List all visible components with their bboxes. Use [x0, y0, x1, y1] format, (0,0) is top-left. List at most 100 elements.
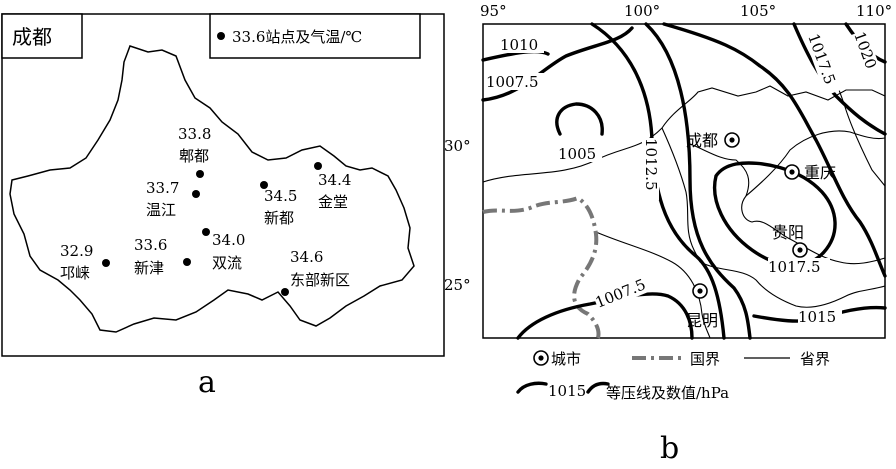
label-bg: [768, 258, 830, 275]
city-label: 贵阳: [772, 223, 804, 242]
map-a-frame: [1, 13, 445, 357]
legend-station-dot: [217, 32, 225, 40]
isobar-label: 1017.5: [768, 258, 821, 276]
map-b: 95° 100° 105° 110° 30° 25°: [444, 2, 892, 466]
station-dot: [314, 162, 322, 170]
map-b-legend: 城市 国界 省界 1015 等压线及数值/hPa: [516, 350, 830, 402]
station-jintang: 34.4 金堂: [314, 162, 351, 211]
label-bg: [556, 145, 602, 162]
lon-label: 105°: [740, 2, 776, 20]
lon-label: 100°: [624, 2, 660, 20]
lon-label: 95°: [480, 2, 507, 20]
chengdu-outline: [9, 45, 415, 333]
station-name: 邛崃: [60, 264, 90, 282]
isobar-1017-5-north: [792, 22, 887, 136]
isobar-label: 1012.5: [642, 138, 660, 191]
map-b-frame: [482, 23, 886, 339]
station-dot: [183, 258, 191, 266]
city-marker-dot: [797, 247, 803, 253]
map-b-sublabel: b: [660, 431, 679, 465]
province-border: [482, 85, 886, 183]
station-name: 东部新区: [290, 271, 350, 289]
label-bg: [850, 29, 880, 73]
label-bg: [486, 73, 548, 90]
map-a-legend-box: [209, 13, 421, 59]
legend-border-label: 国界: [690, 350, 720, 368]
station-value: 34.5: [264, 187, 297, 205]
legend-city-dot: [538, 355, 544, 361]
isobar-label: 1020: [850, 29, 880, 71]
legend-isobar-label: 等压线及数值/hPa: [606, 384, 729, 402]
station-value: 34.0: [212, 231, 245, 249]
label-bg: [593, 272, 657, 312]
station-wenjiang: 33.7 温江: [146, 179, 200, 219]
map-a-sublabel: a: [198, 365, 216, 400]
isobar-1015-outer: [662, 22, 887, 278]
city-marker-dot: [729, 137, 735, 143]
station-name: 温江: [146, 201, 176, 219]
isobar-1007-5-north: [481, 26, 634, 102]
isobar-label: 1007.5: [486, 73, 539, 91]
city-label: 重庆: [804, 163, 836, 182]
isobar-1017-5-ring: [713, 161, 837, 267]
station-name: 金堂: [318, 193, 348, 211]
station-shuangliu: 34.0 双流: [202, 228, 245, 272]
legend-isobar-line-left: [516, 381, 548, 394]
station-pidu: 33.8 郫都: [178, 125, 211, 178]
station-value: 34.4: [318, 171, 351, 189]
station-name: 双流: [212, 254, 242, 272]
city-marker-dot: [789, 169, 795, 175]
station-dot: [281, 288, 289, 296]
label-bg: [642, 138, 659, 200]
isobar-label: 1015: [798, 308, 836, 326]
isobar-1012-5-right: [644, 22, 752, 340]
station-value: 33.8: [178, 125, 211, 143]
station-dot: [202, 228, 210, 236]
legend-isobar-value: 1015: [548, 382, 586, 400]
city-chengdu: 成都: [686, 131, 740, 150]
map-a: 成都 33.6站点及气温/℃ 33.8 郫都 33.7 温江 34.5 新都 3…: [1, 13, 445, 400]
station-dot: [196, 170, 204, 178]
province-border: [661, 127, 701, 263]
station-name: 新都: [264, 209, 294, 227]
legend-city-label: 城市: [551, 350, 581, 368]
station-value: 33.6: [134, 236, 167, 254]
city-chongqing: 重庆: [784, 163, 836, 182]
station-dot: [102, 259, 110, 267]
legend-isobar-line-right: [586, 381, 610, 394]
isobar-1005: [555, 102, 604, 136]
station-dot: [260, 181, 268, 189]
station-xinjin: 33.6 新津: [134, 236, 191, 277]
station-name: 新津: [134, 259, 164, 277]
map-a-title: 成都: [12, 25, 52, 49]
map-a-legend-label: 33.6站点及气温/℃: [232, 28, 362, 46]
label-bg: [500, 36, 544, 53]
city-label: 成都: [686, 131, 718, 150]
label-bg: [804, 31, 842, 96]
station-value: 34.6: [290, 248, 323, 266]
station-name: 郫都: [179, 147, 209, 165]
lon-label: 110°: [856, 2, 892, 20]
city-guiyang: 贵阳: [772, 223, 808, 258]
province-border: [595, 231, 711, 339]
city-marker-dot: [697, 288, 703, 294]
province-border: [689, 143, 886, 265]
national-border: [482, 195, 601, 339]
station-dot: [192, 190, 200, 198]
isobar-label: 1010: [500, 36, 538, 54]
station-value: 33.7: [146, 179, 179, 197]
label-bg: [798, 308, 842, 325]
isobar-label: 1005: [558, 145, 596, 163]
city-label: 昆明: [686, 311, 718, 330]
station-value: 32.9: [60, 242, 93, 260]
city-kunming: 昆明: [686, 283, 718, 330]
station-dongbu-xinqu: 34.6 东部新区: [281, 248, 350, 296]
station-xindu: 34.5 新都: [260, 181, 297, 227]
lat-label: 25°: [444, 276, 471, 294]
lat-label: 30°: [444, 137, 471, 155]
station-qionglai: 32.9 邛崃: [60, 242, 110, 282]
province-borders: [482, 59, 886, 339]
isobar-1012-5-left: [590, 22, 726, 340]
map-a-title-box: [1, 13, 83, 59]
